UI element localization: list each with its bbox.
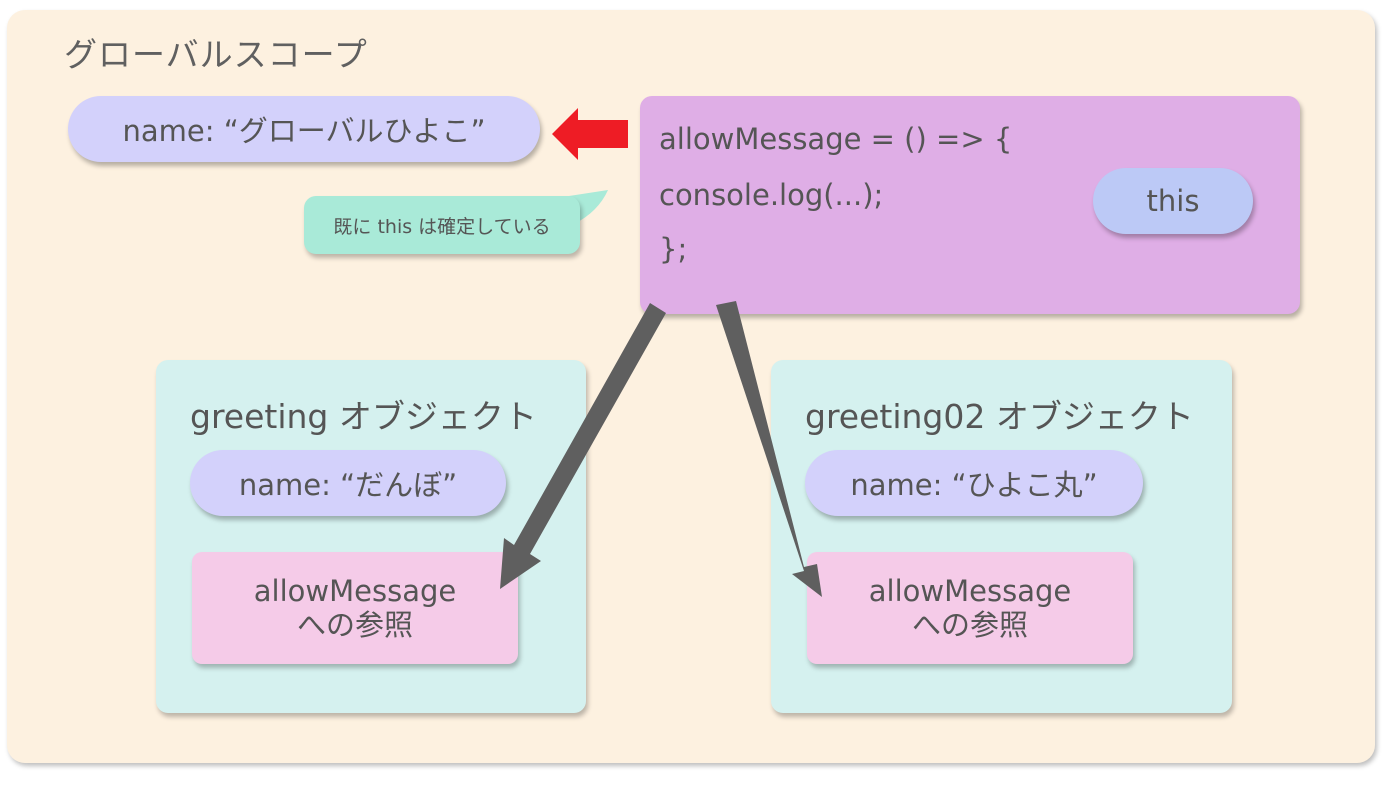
greeting-name-property: name: “だんぼ” — [190, 450, 506, 516]
greeting02-name-property: name: “ひよこ丸” — [805, 450, 1143, 516]
reference-label: allowMessage — [253, 574, 457, 608]
this-bound-callout: 既に this は確定している — [304, 196, 580, 254]
reference-suffix: への参照 — [296, 608, 413, 642]
code-line-1: allowMessage = () => { — [659, 122, 1013, 156]
global-name-property: name: “グローバルひよこ” — [68, 96, 540, 162]
greeting-object-box: greeting オブジェクト name: “だんぼ” allowMessage… — [156, 360, 586, 713]
greeting02-object-box: greeting02 オブジェクト name: “ひよこ丸” allowMess… — [771, 360, 1232, 713]
greeting02-reference-box: allowMessage への参照 — [807, 552, 1133, 664]
greeting-reference-box: allowMessage への参照 — [192, 552, 518, 664]
greeting02-object-title: greeting02 オブジェクト — [805, 397, 1194, 436]
global-scope-title: グローバルスコープ — [64, 35, 368, 74]
greeting-object-title: greeting オブジェクト — [190, 397, 537, 436]
reference-suffix: への参照 — [911, 608, 1028, 642]
reference-label: allowMessage — [868, 574, 1072, 608]
arrow-function-box: allowMessage = () => { console.log(...);… — [640, 96, 1300, 314]
code-line-2: console.log(...); — [659, 178, 884, 212]
code-line-3: }; — [659, 232, 688, 266]
this-pill: this — [1093, 168, 1253, 234]
